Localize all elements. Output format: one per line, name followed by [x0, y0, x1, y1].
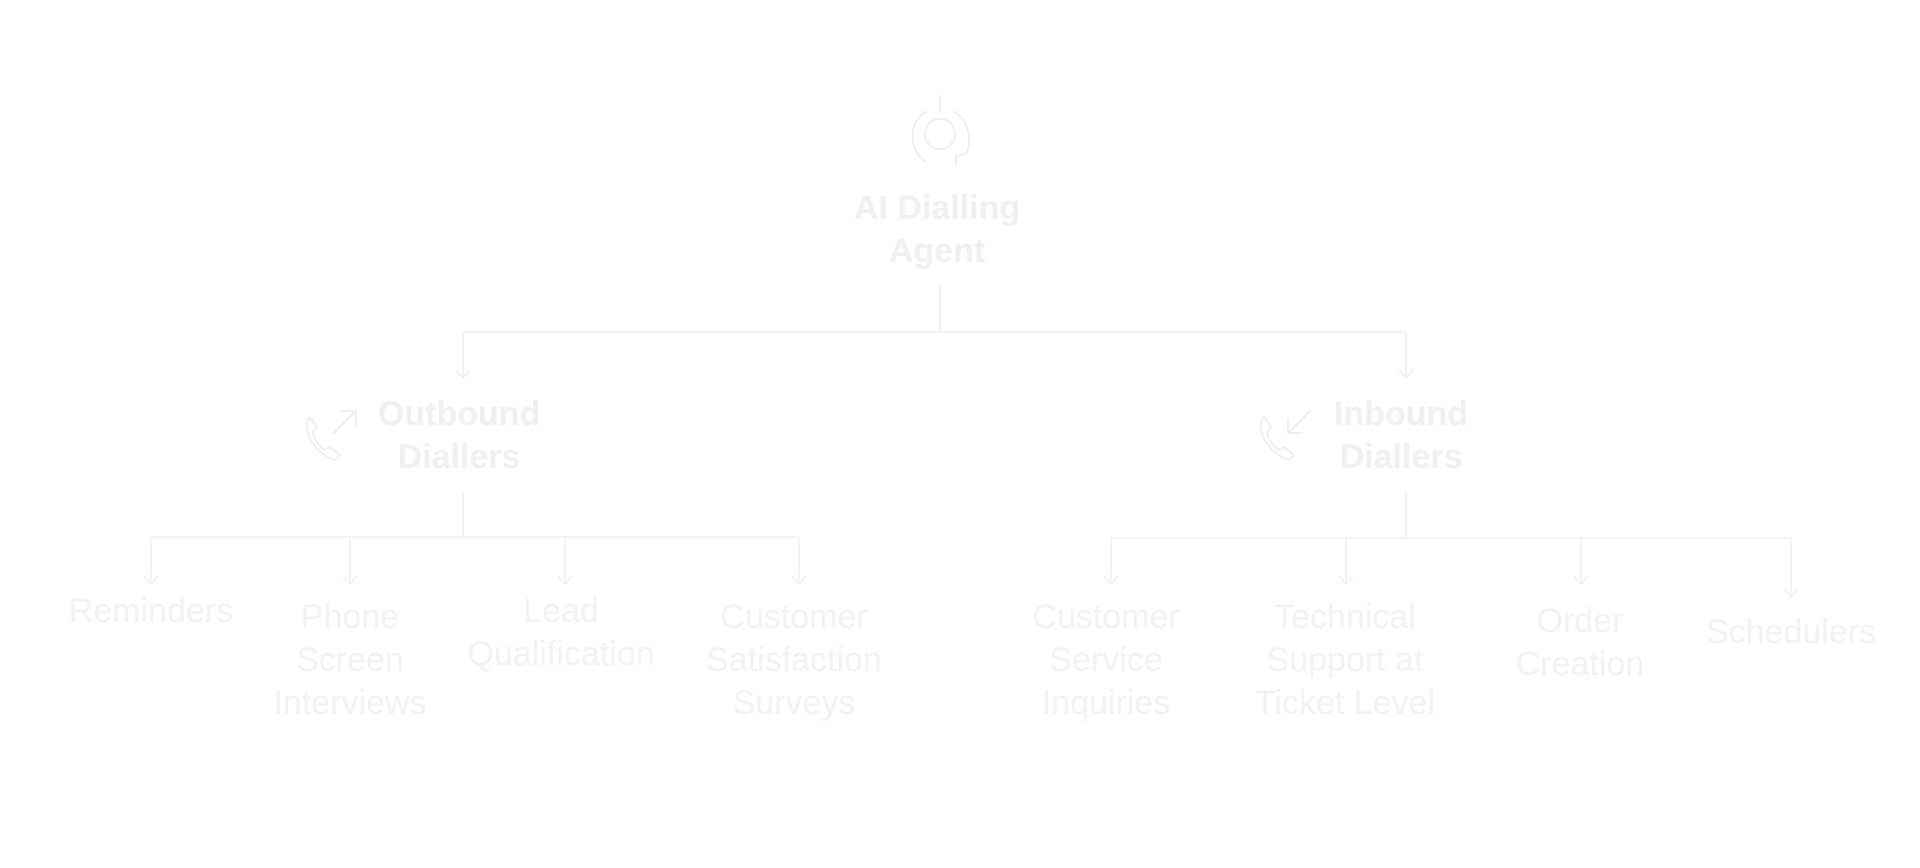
inbound-child-arrow-2: [1338, 575, 1354, 586]
outbound-label: Outbound Diallers: [377, 395, 541, 476]
outbound-arrow: [455, 369, 471, 380]
leaf-customer-service-inquiries: Customer Service Inquiries: [1032, 598, 1180, 722]
inbound-child-arrow-1: [1103, 575, 1119, 586]
outbound-child-arrow-1: [143, 575, 159, 586]
outbound-child-arrow-2: [342, 575, 358, 586]
leaf-order-creation: Order Creation: [1515, 602, 1645, 683]
leaf-lead-qualification: Lead Qualification: [467, 592, 655, 673]
leaf-phone-screen-interviews: Phone Screen Interviews: [273, 598, 427, 722]
phone-outgoing-icon: [300, 405, 364, 474]
leaf-technical-support: Technical Support at Ticket Level: [1254, 598, 1436, 722]
leaf-schedulers: Schedulers: [1705, 613, 1877, 651]
outbound-child-arrow-4: [791, 575, 807, 586]
leaf-reminders: Reminders: [68, 592, 234, 630]
inbound-label: Inbound Diallers: [1333, 395, 1469, 476]
inbound-child-arrow-3: [1573, 575, 1589, 586]
inbound-arrow: [1398, 369, 1414, 380]
headset-icon: [900, 94, 980, 179]
leaf-customer-satisfaction-surveys: Customer Satisfaction Surveys: [706, 598, 882, 722]
inbound-child-arrow-4: [1783, 588, 1799, 599]
root-label: AI Dialling Agent: [853, 189, 1021, 270]
outbound-child-arrow-3: [557, 575, 573, 586]
phone-incoming-icon: [1254, 405, 1318, 474]
